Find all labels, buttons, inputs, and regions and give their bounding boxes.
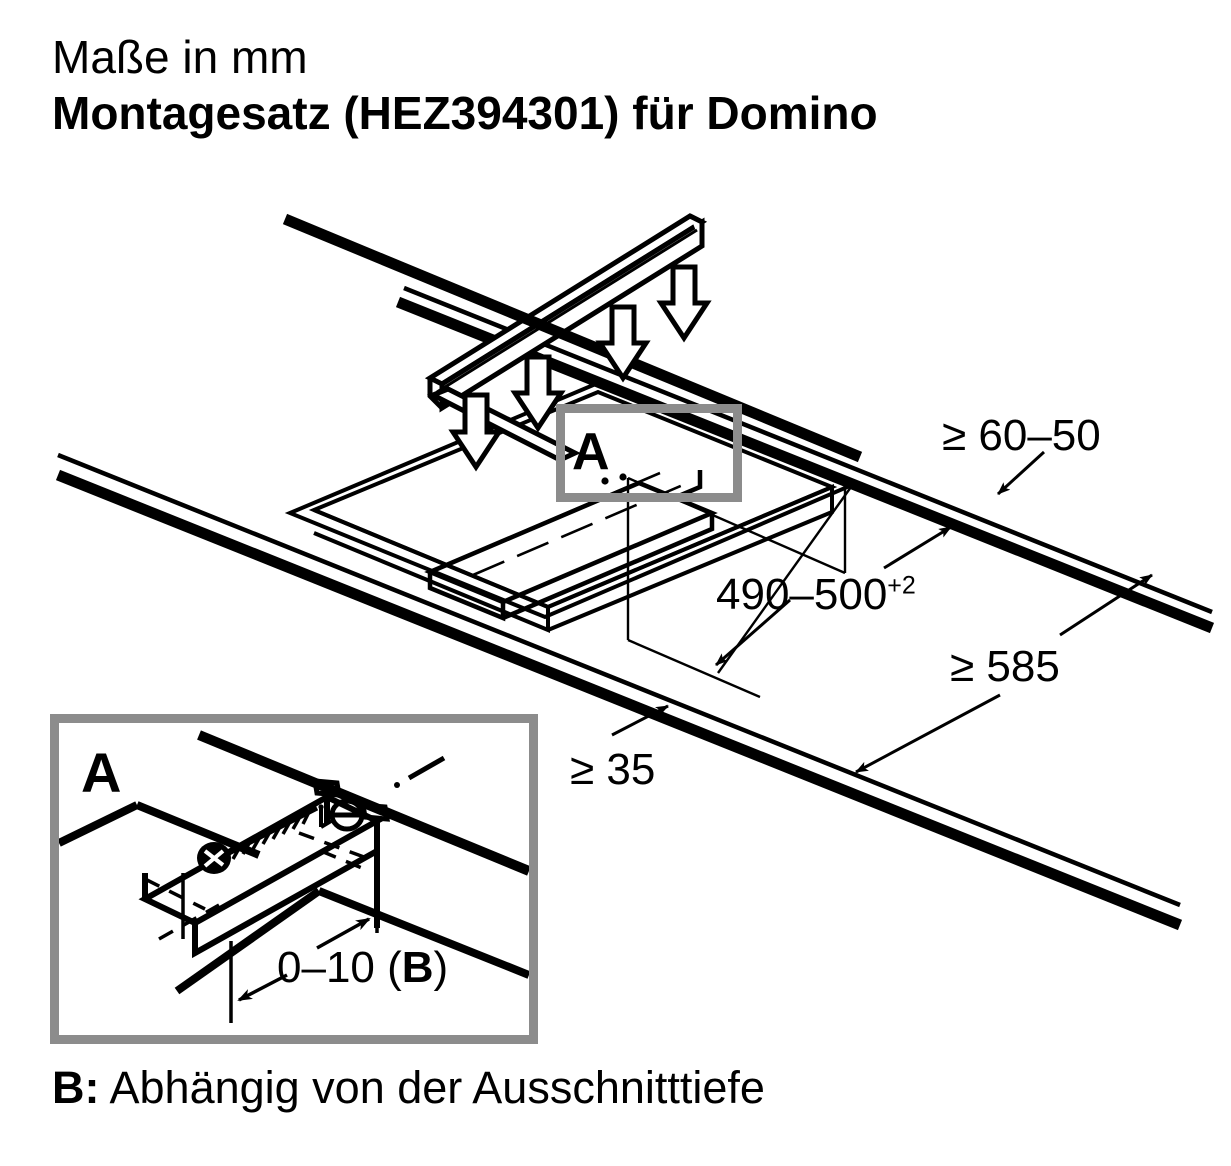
- detail-centerline: [394, 755, 446, 788]
- installed-rail-side-face: [502, 513, 715, 621]
- worktop-back-edge-thick: [55, 469, 1183, 931]
- dimension-label-cutout-width: 490–500+2: [716, 570, 916, 620]
- detail-dimension-extlines: [181, 863, 379, 1023]
- callout-box-a-main[interactable]: [556, 404, 742, 502]
- footnote-text: Abhängig von der Ausschnitttiefe: [99, 1062, 765, 1113]
- mounting-rail-lip: [436, 228, 698, 394]
- dimension-label-bracket-offset: 0–10 (B): [277, 943, 448, 993]
- detail-dimension-arrows: [237, 917, 371, 1002]
- worktop-back-edge-thin: [57, 452, 1181, 908]
- detail-worktop-lower-edge: [317, 887, 529, 979]
- installed-rail-groove-1: [451, 471, 661, 564]
- installed-rail-hole-2: [619, 473, 627, 481]
- dim-arrow-depth-down: [855, 693, 1001, 774]
- detail-box-a[interactable]: A: [50, 714, 538, 1044]
- installed-rail-hole-1: [601, 477, 609, 485]
- footnote-key: B:: [52, 1062, 100, 1113]
- screw-threads: [231, 811, 311, 860]
- dimension-label-front-gap: ≥ 60–50: [942, 411, 1101, 460]
- insertion-arrow-3: [510, 354, 566, 433]
- dim-arrow-cutout-down: [715, 598, 791, 667]
- insertion-arrow-4: [448, 392, 504, 472]
- dimension-bracket-offset-suffix: ): [433, 943, 449, 992]
- dimension-leaders: [611, 450, 1153, 774]
- insertion-arrow-1: [656, 264, 712, 343]
- insertion-arrow-2: [595, 304, 651, 383]
- dimension-value-cutout-width: 490–500: [716, 570, 888, 619]
- screw-shank: [227, 805, 319, 856]
- detail-arrow-right: [316, 917, 371, 950]
- dim-arrow-edge: [611, 704, 669, 737]
- dimension-label-edge-distance: ≥ 35: [570, 745, 656, 794]
- detail-screw: [197, 804, 324, 874]
- page-title: Montagesatz (HEZ394301) für Domino: [52, 87, 878, 139]
- detail-arrow-left: [237, 973, 288, 1002]
- dimension-bracket-offset-key: B: [401, 943, 434, 992]
- units-note: Maße in mm: [52, 31, 308, 83]
- dimension-tolerance-cutout-width: +2: [887, 571, 916, 600]
- footnote: B: Abhängig von der Ausschnitttiefe: [52, 1062, 765, 1114]
- detail-screw-hole: [319, 798, 365, 832]
- dimension-bracket-offset-prefix: 0–10 (: [277, 943, 402, 992]
- installed-rail-front-face: [427, 572, 506, 622]
- detail-drawing-svg: [59, 730, 529, 1023]
- dim-arrow-gap: [996, 450, 1046, 496]
- insertion-arrows: [448, 264, 712, 472]
- dimension-label-worktop-depth: ≥ 585: [950, 642, 1060, 691]
- detail-worktop-front-edge: [174, 887, 322, 995]
- detail-worktop-left-edge-ext: [59, 801, 139, 847]
- guide-line-upper: [282, 213, 863, 463]
- cutout-ref-line-d: [627, 638, 761, 699]
- cutout-recess-right: [547, 483, 834, 632]
- detail-label-a: A: [81, 741, 122, 804]
- dim-arrow-depth-up: [1059, 573, 1153, 637]
- mounting-rail: [424, 213, 708, 413]
- detail-hidden-lines: [144, 831, 370, 941]
- callout-label-a-main: A: [572, 423, 610, 481]
- dim-arrow-cutout-up: [883, 525, 952, 570]
- screw-phillips-slot: [203, 849, 225, 868]
